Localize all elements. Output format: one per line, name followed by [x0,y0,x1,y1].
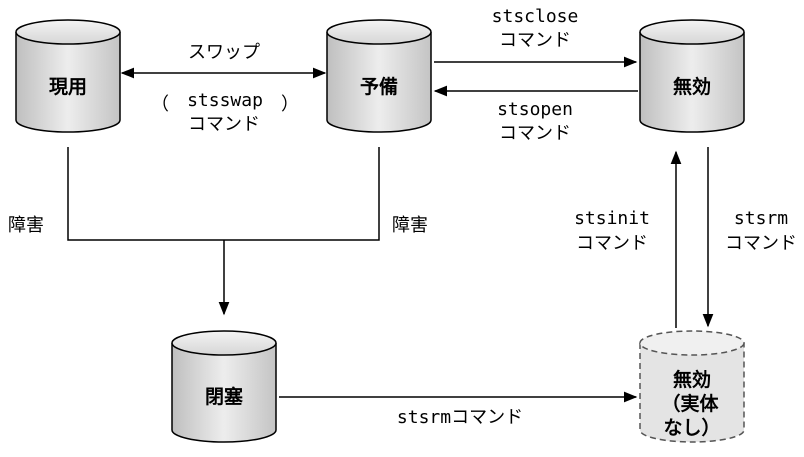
node-label-invalid-no-entity-line3: なし） [663,416,720,439]
swap-label-word: コマンド [188,114,260,135]
swap-label-top: スワップ [188,42,260,63]
failure-label-right: 障害 [392,215,428,236]
stsinit-label-line1: stsinit [574,208,650,229]
cylinder-spare: 予備 [326,19,432,133]
cylinder-invalid: 無効 [639,19,745,133]
stsinit-label-line2: コマンド [576,233,648,254]
node-label-invalid-no-entity-line1: 無効 [673,368,711,391]
node-label-spare: 予備 [360,75,398,98]
stsclose-label-line1: stsclose [492,6,579,27]
stsopen-label-line1: stsopen [497,99,573,120]
stsrm-right-label-line1: stsrm [734,208,788,229]
node-label-active: 現用 [49,76,87,98]
cylinder-blocked: 閉塞 [171,330,277,443]
stsclose-label-line2: コマンド [499,30,571,51]
stsrm-right-label-line2: コマンド [725,233,797,254]
swap-paren-close: ） [281,94,299,115]
swap-label-cmd: stsswap [187,90,263,111]
failure-merge-line [67,147,380,241]
cylinder-active: 現用 [15,19,121,133]
swap-paren-open: （ [151,94,169,115]
stsrm-bottom-label: stsrmコマンド [397,407,523,428]
node-label-blocked: 閉塞 [205,385,244,408]
cylinder-invalid-no-entity: 無効 （実体 なし） [639,330,745,443]
stsopen-label-line2: コマンド [499,123,571,144]
node-label-invalid-no-entity-line2: （実体 [661,392,719,415]
failure-label-left: 障害 [8,215,44,236]
node-label-invalid: 無効 [673,75,711,98]
